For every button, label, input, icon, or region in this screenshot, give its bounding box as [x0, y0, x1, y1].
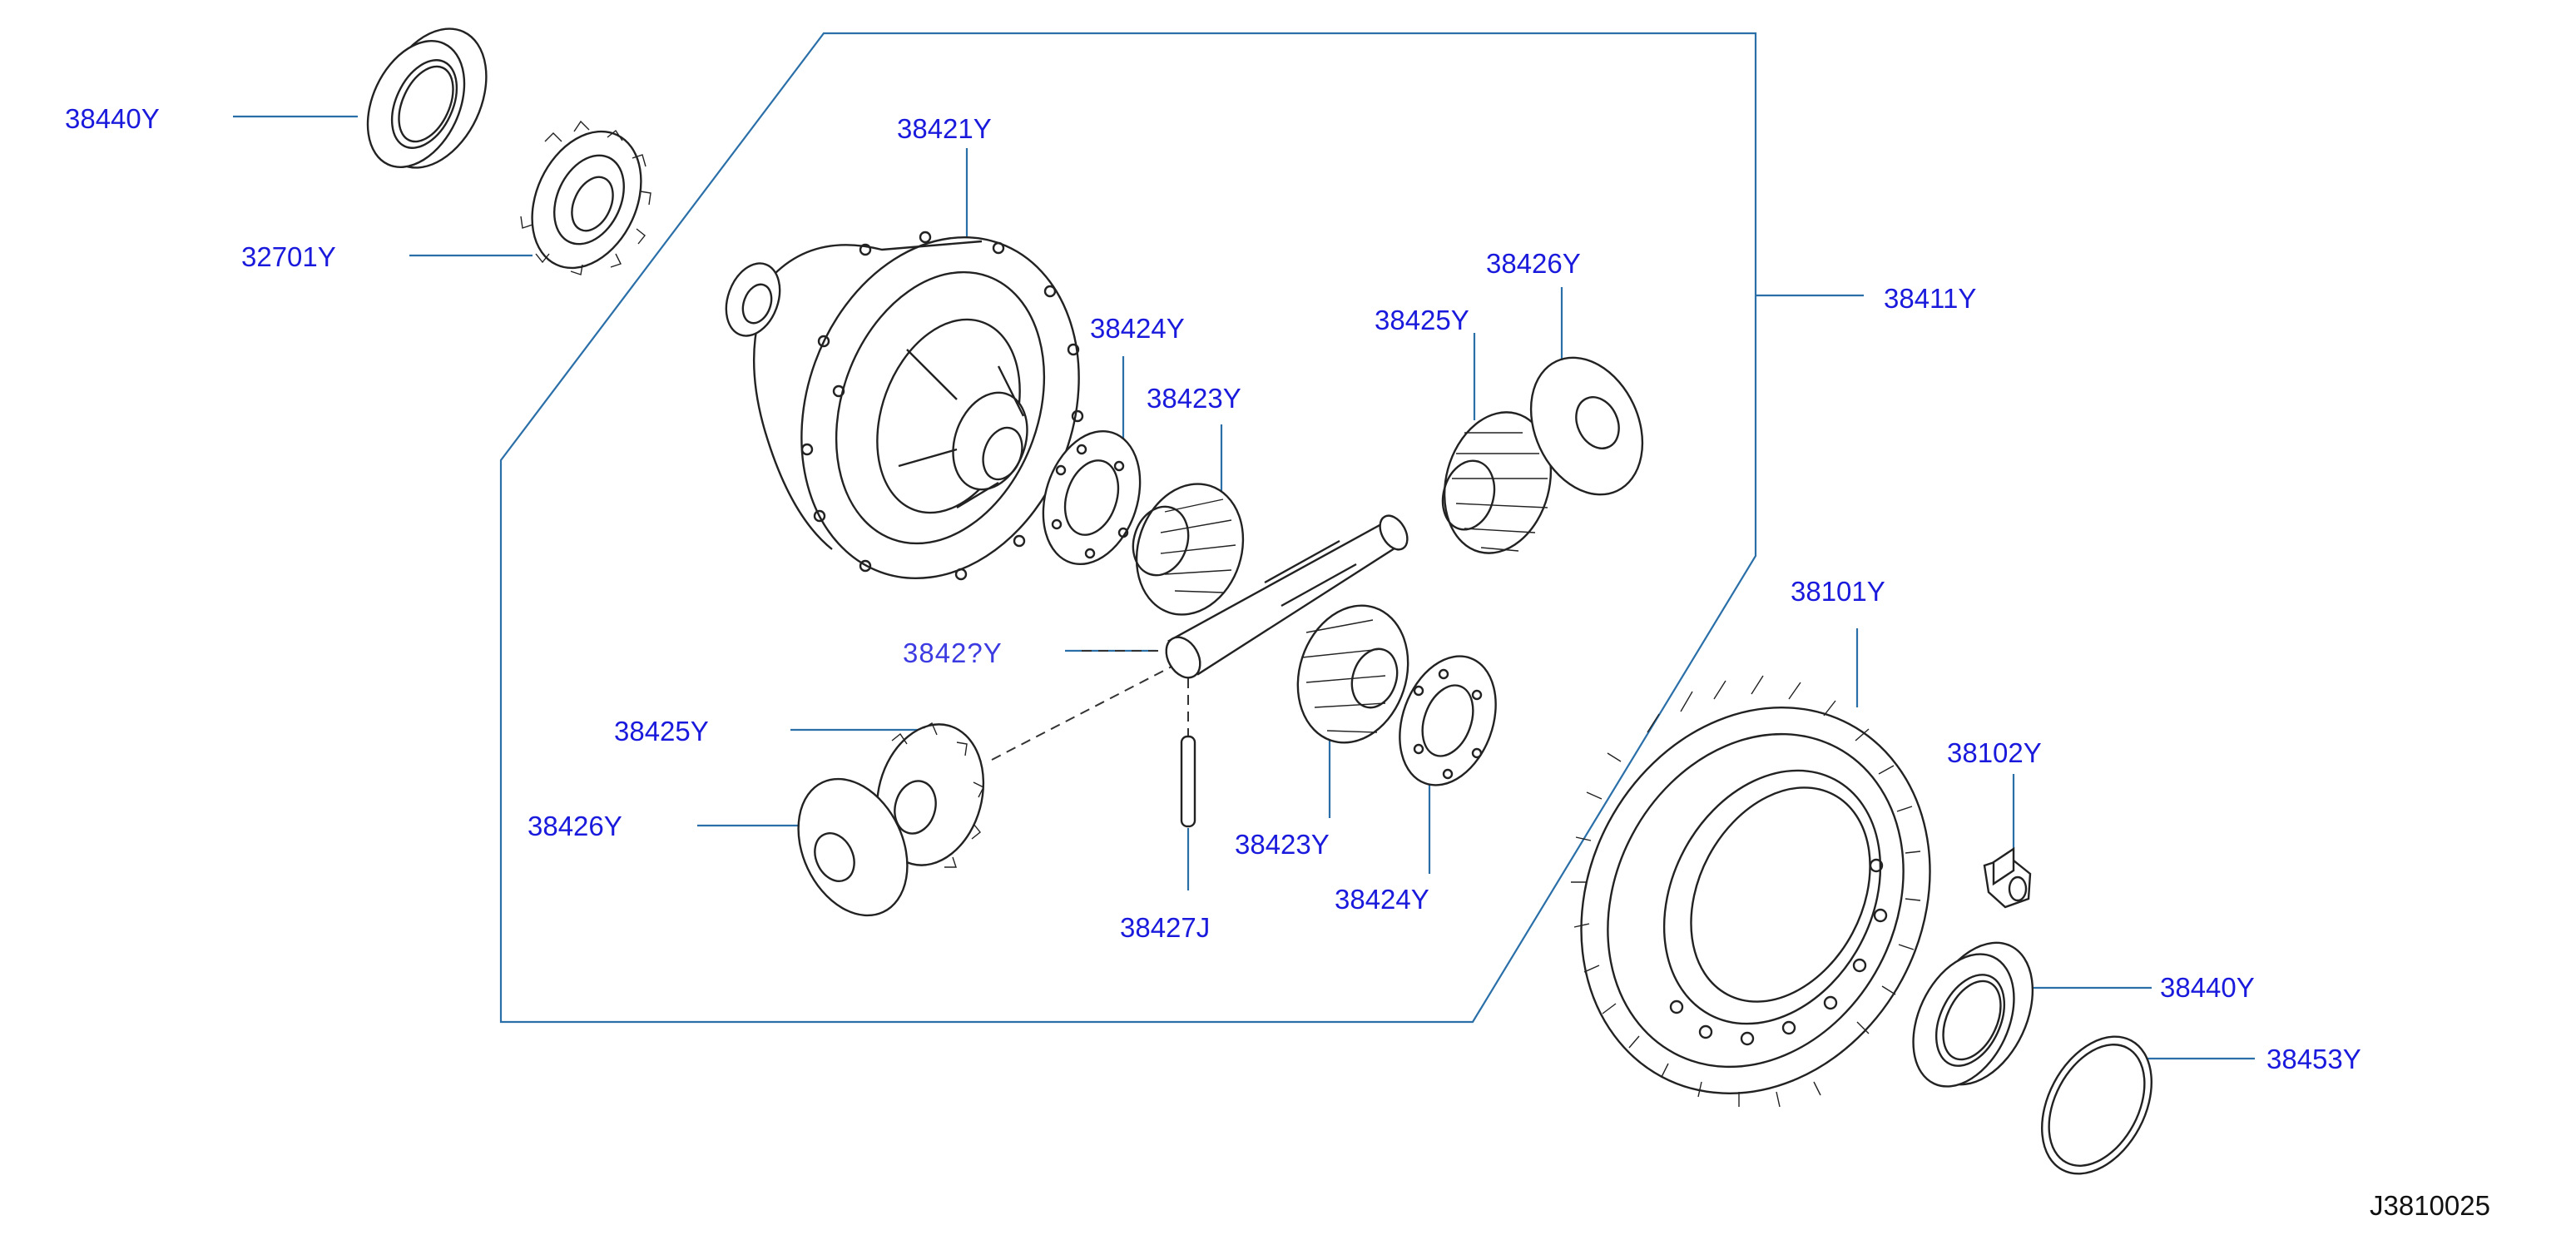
washer-38424y-top	[1042, 429, 1142, 566]
pin-38427j	[1180, 735, 1196, 828]
gear-32701y	[520, 120, 651, 275]
label-38424y-bottom[interactable]: 38424Y	[1335, 884, 1429, 915]
label-38423y-top[interactable]: 38423Y	[1147, 383, 1241, 414]
label-38101y[interactable]: 38101Y	[1791, 576, 1885, 607]
label-38102y[interactable]: 38102Y	[1947, 737, 2042, 768]
assembly-outline	[499, 32, 1757, 1024]
label-32701y[interactable]: 32701Y	[241, 241, 336, 272]
label-38426y-left[interactable]: 38426Y	[528, 811, 622, 841]
pinion-gear-38423y-top	[1132, 483, 1245, 616]
bearing-38440y-top	[366, 27, 488, 169]
label-38425y-right[interactable]: 38425Y	[1375, 305, 1469, 335]
label-38425y-left[interactable]: 38425Y	[614, 716, 709, 746]
label-38421y[interactable]: 38421Y	[897, 113, 992, 144]
label-38426y-right[interactable]: 38426Y	[1486, 248, 1581, 279]
leader-lines	[233, 115, 2255, 1060]
label-38423y-bottom[interactable]: 38423Y	[1235, 829, 1330, 860]
pinion-shaft	[1165, 514, 1409, 679]
label-38411y[interactable]: 38411Y	[1884, 283, 1977, 314]
label-38427j[interactable]: 38427J	[1120, 912, 1211, 943]
label-38424y-top[interactable]: 38424Y	[1090, 313, 1185, 344]
washer-38426y-left	[797, 777, 909, 917]
shim-ring-38453y	[2041, 1035, 2152, 1175]
label-38427y-partial[interactable]: 3842?Y	[903, 637, 1003, 668]
ring-gear-38101y	[1571, 675, 1931, 1108]
bolt-38102y	[1983, 846, 2032, 909]
pinion-gear-38423y-bottom	[1296, 604, 1409, 744]
diagram-code: J3810025	[2370, 1190, 2490, 1221]
label-38440y-top[interactable]: 38440Y	[65, 103, 160, 134]
label-38440y-bottom[interactable]: 38440Y	[2160, 972, 2255, 1003]
assembly-dashed-lines	[991, 650, 1189, 761]
bearing-38440y-bottom	[1912, 941, 2034, 1088]
case-bolt-holes	[800, 231, 1084, 581]
label-38453y[interactable]: 38453Y	[2266, 1044, 2361, 1074]
washer-38424y-bottom	[1399, 655, 1497, 786]
washer-38426y-right	[1529, 356, 1644, 496]
side-gear-38425y-left	[875, 722, 985, 868]
differential-case-38421y	[725, 231, 1084, 581]
side-gear-38425y-right	[1441, 411, 1553, 554]
